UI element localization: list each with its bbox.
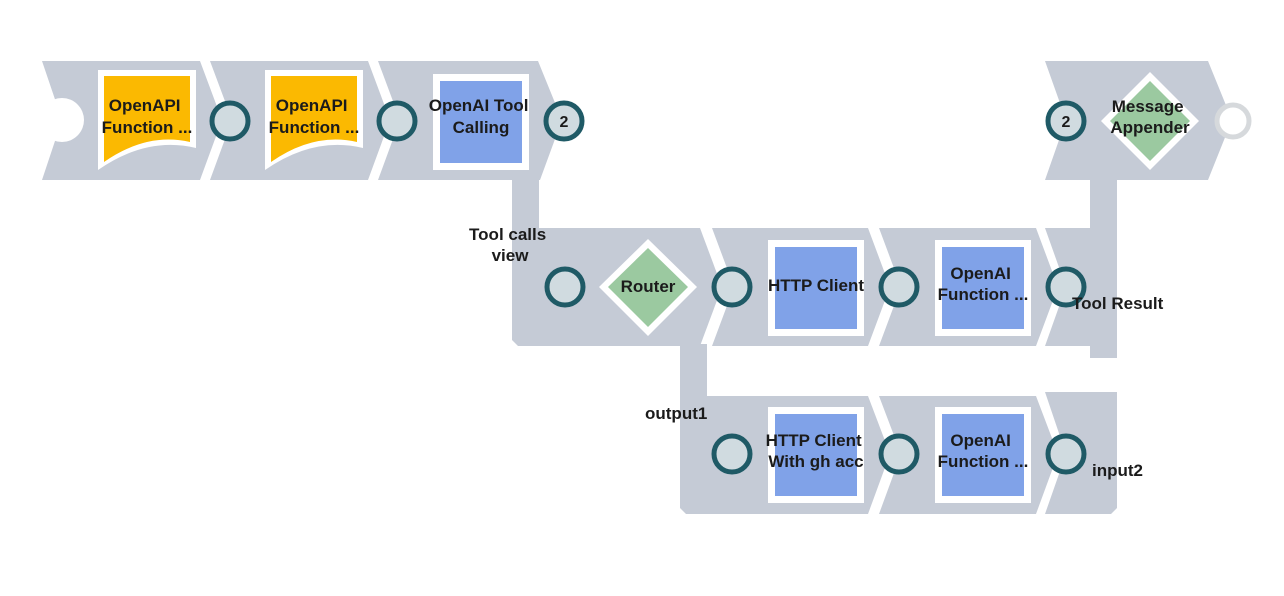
- node-openapi-1[interactable]: OpenAPI Function ...: [98, 70, 196, 170]
- connector-port[interactable]: [1045, 433, 1087, 475]
- openai-fn-2-square: [942, 414, 1024, 496]
- http-client-gh-square: [775, 414, 857, 496]
- http-client-gh-line1: HTTP Client: [766, 431, 862, 450]
- tool-calls-view-line1: Tool calls: [469, 225, 546, 244]
- openai-fn-2-line1: OpenAI: [950, 431, 1010, 450]
- appender-input-badge[interactable]: 2: [1045, 100, 1087, 142]
- node-openapi-2[interactable]: OpenAPI Function ...: [265, 70, 363, 170]
- openapi-function-1-shape: [104, 76, 190, 162]
- openai-fn-1-square: [942, 247, 1024, 329]
- connector-port[interactable]: [1045, 266, 1087, 308]
- appender-line2: Appender: [1110, 118, 1190, 137]
- node-message-appender[interactable]: Message Appender: [1101, 72, 1199, 170]
- tool-calling-line2: Calling: [453, 118, 510, 137]
- node-openai-function-1[interactable]: OpenAI Function ...: [935, 240, 1031, 336]
- connector-port[interactable]: [209, 100, 251, 142]
- connector-port[interactable]: [544, 266, 586, 308]
- node-http-client[interactable]: HTTP Client: [768, 240, 864, 336]
- appender-line1: Message: [1112, 97, 1184, 116]
- link-router-down: [680, 344, 707, 400]
- connector-port[interactable]: [711, 266, 753, 308]
- connector-port[interactable]: [878, 266, 920, 308]
- connector-layer: 2 2: [209, 100, 1252, 475]
- svg-text:OpenAPI Function ...: OpenAPI Function ...: [102, 96, 193, 137]
- chain-start-cutout: [40, 98, 84, 142]
- svg-text:OpenAI Function ...: OpenAI Function ...: [938, 431, 1029, 471]
- tool-calling-output-count: 2: [560, 114, 569, 131]
- tool-calls-view-line2: view: [492, 246, 530, 265]
- end-port[interactable]: [1214, 102, 1252, 140]
- openapi-2-line1: OpenAPI: [276, 96, 348, 115]
- node-openai-function-2[interactable]: OpenAI Function ...: [935, 407, 1031, 503]
- openai-fn-1-line2: Function ...: [938, 285, 1029, 304]
- connector-port[interactable]: [376, 100, 418, 142]
- tool-calling-line1: OpenAI Tool: [429, 96, 529, 115]
- http-client-gh-line2: With gh acc: [768, 452, 863, 471]
- connector-port[interactable]: [711, 433, 753, 475]
- appender-input-count: 2: [1062, 114, 1071, 131]
- port-labels: Tool calls view Tool Result output1 inpu…: [469, 225, 1164, 480]
- router-diamond: [608, 248, 688, 327]
- openai-fn-2-line2: Function ...: [938, 452, 1029, 471]
- openapi-1-line2: Function ...: [102, 118, 193, 137]
- svg-text:HTTP Client With gh acc: HTTP Client With gh acc: [766, 431, 867, 471]
- tool-calling-square: [440, 81, 522, 163]
- openai-fn-1-line1: OpenAI: [950, 264, 1010, 283]
- svg-text:Tool calls view: Tool calls view: [469, 225, 551, 265]
- openapi-1-line1: OpenAPI: [109, 96, 181, 115]
- svg-text:OpenAPI Function ...: OpenAPI Function ...: [269, 96, 360, 137]
- openapi-function-2-shape: [271, 76, 357, 162]
- node-tool-calling[interactable]: OpenAI Tool Calling: [429, 74, 534, 170]
- input2-label: input2: [1092, 461, 1143, 480]
- link-toolcalling-router: [512, 178, 539, 232]
- router-label: Router: [621, 277, 676, 296]
- node-http-client-gh[interactable]: HTTP Client With gh acc: [766, 407, 867, 503]
- output1-label: output1: [645, 404, 707, 423]
- tool-calling-output-badge[interactable]: 2: [543, 100, 585, 142]
- svg-text:OpenAI Function ...: OpenAI Function ...: [938, 264, 1029, 304]
- connector-port[interactable]: [878, 433, 920, 475]
- http-client-square: [775, 247, 857, 329]
- node-router[interactable]: Router: [599, 239, 697, 336]
- svg-text:Message Appender: Message Appender: [1110, 97, 1190, 137]
- appender-diamond: [1110, 81, 1190, 161]
- http-client-label: HTTP Client: [768, 276, 864, 295]
- svg-text:OpenAI Tool Calling: OpenAI Tool Calling: [429, 96, 534, 137]
- openapi-2-line2: Function ...: [269, 118, 360, 137]
- tool-result-label: Tool Result: [1072, 294, 1164, 313]
